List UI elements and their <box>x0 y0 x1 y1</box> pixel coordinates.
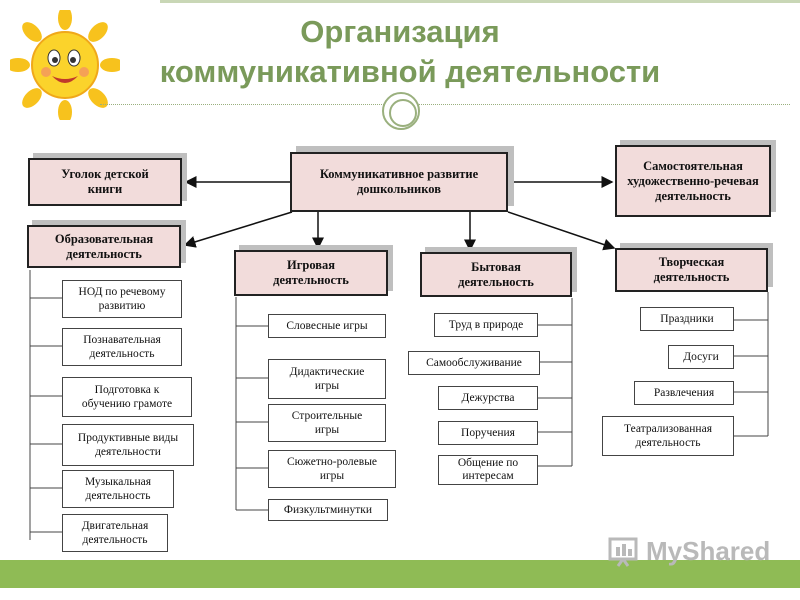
divider-ring-ornament <box>382 92 420 130</box>
education-item: НОД по речевому развитию <box>62 280 182 318</box>
myshared-logo-icon <box>608 537 638 567</box>
page-title-line2: коммуникативной деятельности <box>159 54 661 89</box>
education-item: Музыкальная деятельность <box>62 470 174 508</box>
page-title-line1: Организация <box>300 14 500 49</box>
household-item: Труд в природе <box>434 313 538 337</box>
node-play-header: Игровая деятельность <box>234 250 388 296</box>
creative-item: Развлечения <box>634 381 734 405</box>
node-household-header: Бытовая деятельность <box>420 252 572 297</box>
center-node: Коммуникативное развитие дошкольников <box>290 152 508 212</box>
node-education-header: Образовательная деятельность <box>27 225 181 268</box>
top-decorative-bar <box>160 0 800 3</box>
node-book-corner: Уголок детской книги <box>28 158 182 206</box>
play-item: Строительные игры <box>268 404 386 442</box>
watermark-logo: MyShared <box>608 536 770 567</box>
play-item: Словесные игры <box>268 314 386 338</box>
play-item: Сюжетно-ролевые игры <box>268 450 396 488</box>
education-item: Двигательная деятельность <box>62 514 168 552</box>
household-item: Дежурства <box>438 386 538 410</box>
node-independent-speech: Самостоятельная художественно-речевая де… <box>615 145 771 217</box>
creative-item: Театрализованная деятельность <box>602 416 734 456</box>
household-item: Самообслуживание <box>408 351 540 375</box>
sun-icon <box>10 10 120 120</box>
household-item: Общение по интересам <box>438 455 538 485</box>
creative-item: Досуги <box>668 345 734 369</box>
play-item: Физкультминутки <box>268 499 388 521</box>
watermark-text: MyShared <box>646 536 771 566</box>
node-creative-header: Творческая деятельность <box>615 248 768 292</box>
creative-item: Праздники <box>640 307 734 331</box>
household-item: Поручения <box>438 421 538 445</box>
education-item: Познавательная деятельность <box>62 328 182 366</box>
play-item: Дидактические игры <box>268 359 386 399</box>
education-item: Продуктивные виды деятельности <box>62 424 194 466</box>
title-divider <box>100 104 790 105</box>
education-item: Подготовка к обучению грамоте <box>62 377 192 417</box>
bottom-green-bar <box>0 560 800 588</box>
